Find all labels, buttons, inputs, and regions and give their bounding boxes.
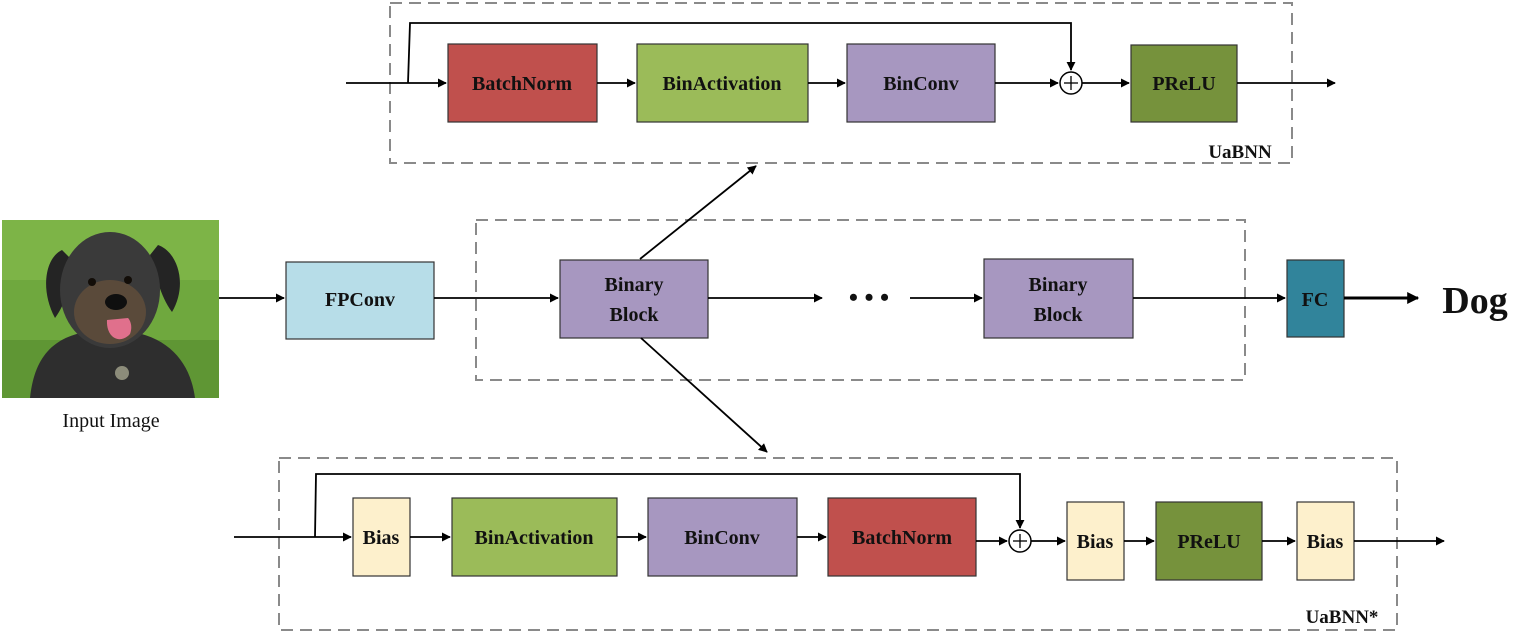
uabnn-label: UaBNN xyxy=(1208,142,1272,163)
uabnn-add-node xyxy=(1059,71,1083,95)
fpconv-label: FPConv xyxy=(325,289,395,311)
uabnn-prelu-label: PReLU xyxy=(1152,73,1215,95)
uabnn-star-bias-1-label: Bias xyxy=(363,527,400,549)
uabnn-prelu-block: PReLU xyxy=(1130,44,1238,123)
uabnn-star-bias-3-block: Bias xyxy=(1296,501,1355,581)
input-image-label: Input Image xyxy=(62,410,159,432)
uabnn-star-binactivation-label: BinActivation xyxy=(475,527,594,549)
uabnn-star-binactivation-block: BinActivation xyxy=(451,497,618,577)
uabnn-star-binconv-block: BinConv xyxy=(647,497,798,577)
uabnn-star-add-node xyxy=(1008,529,1032,553)
uabnn-binconv-block: BinConv xyxy=(846,43,996,123)
binary-block-2-line-1: Binary xyxy=(1029,274,1088,296)
uabnn-star-skip-connection xyxy=(314,473,1025,538)
uabnn-star-batchnorm-label: BatchNorm xyxy=(852,527,952,549)
binary-blocks-group xyxy=(475,219,1246,381)
binary-block-1-line-1: Binary xyxy=(605,274,664,296)
arrow-expand-to-uabnn xyxy=(639,165,757,260)
ellipsis: • • • xyxy=(849,283,889,312)
uabnn-binconv-label: BinConv xyxy=(883,73,959,95)
uabnn-star-batchnorm-block: BatchNorm xyxy=(827,497,977,577)
fc-label: FC xyxy=(1302,289,1329,311)
uabnn-star-bias-2-label: Bias xyxy=(1077,531,1114,553)
binary-block-2-line-2: Block xyxy=(1034,304,1084,326)
uabnn-binactivation-label: BinActivation xyxy=(663,73,782,95)
uabnn-batchnorm-block: BatchNorm xyxy=(447,43,598,123)
uabnn-batchnorm-label: BatchNorm xyxy=(472,73,572,95)
uabnn-star-prelu-block: PReLU xyxy=(1155,501,1263,581)
uabnn-star-binconv-label: BinConv xyxy=(684,527,760,549)
uabnn-star-bias-2-block: Bias xyxy=(1066,501,1125,581)
uabnn-star-bias-1-block: Bias xyxy=(352,497,411,577)
uabnn-star-prelu-label: PReLU xyxy=(1177,531,1240,553)
uabnn-star-group xyxy=(278,457,1398,631)
output-label: Dog xyxy=(1442,280,1507,322)
binary-block-1-line-2: Block xyxy=(610,304,660,326)
uabnn-binactivation-block: BinActivation xyxy=(636,43,809,123)
uabnn-skip-connection xyxy=(407,22,1076,84)
uabnn-star-bias-3-label: Bias xyxy=(1307,531,1344,553)
input-image xyxy=(2,220,219,398)
fc-block: FC xyxy=(1286,259,1345,338)
binary-block-2: Binary Block xyxy=(983,258,1134,339)
arrow-expand-to-uabnn-star xyxy=(640,337,768,453)
binary-block-1: Binary Block xyxy=(559,259,709,339)
fpconv-block: FPConv xyxy=(285,261,435,340)
uabnn-star-label: UaBNN* xyxy=(1306,607,1379,628)
